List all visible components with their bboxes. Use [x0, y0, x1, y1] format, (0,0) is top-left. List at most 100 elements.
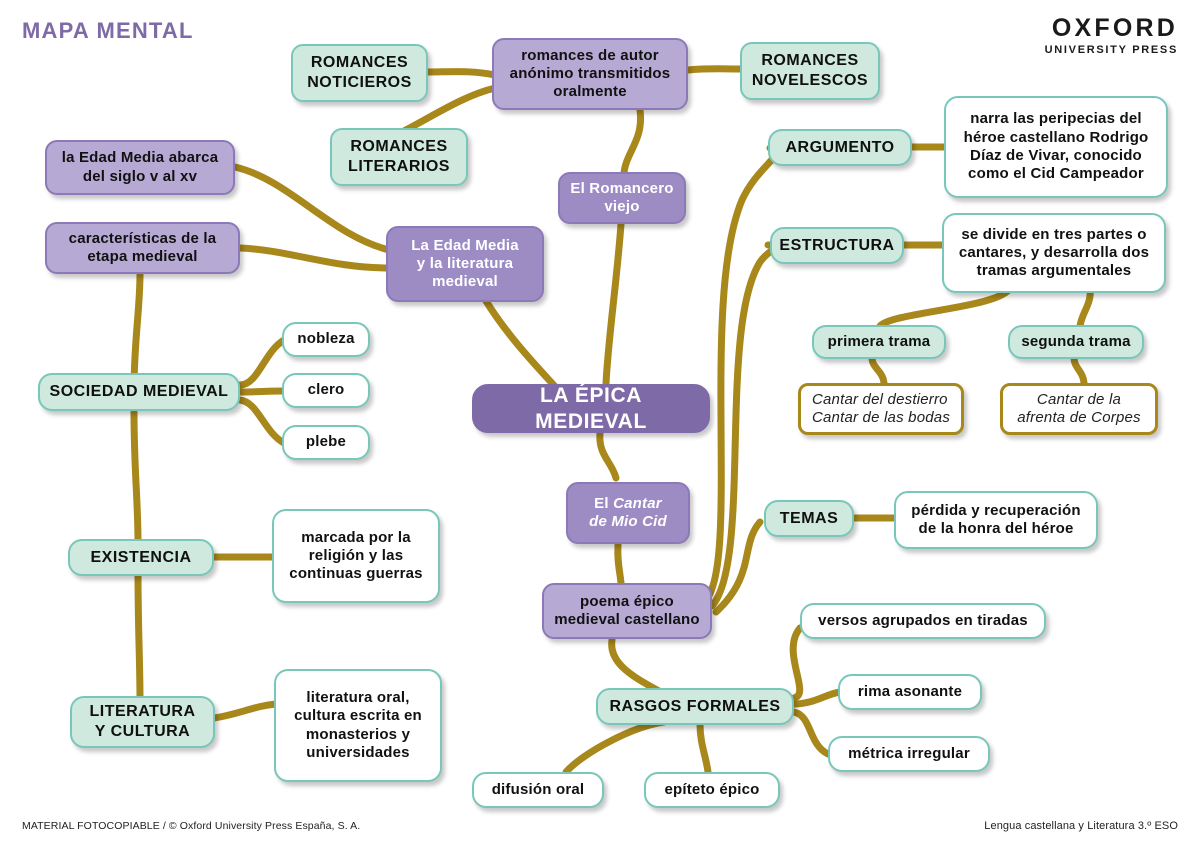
logo-oxford-text: OXFORD	[1051, 14, 1178, 42]
node-segunda-trama[interactable]: segunda trama	[1008, 325, 1144, 359]
node-label: ARGUMENTO	[785, 138, 895, 156]
edge-anonimos-romancero	[620, 106, 645, 177]
node-rima-asonante[interactable]: rima asonante	[838, 674, 982, 710]
node-label: segunda trama	[1021, 332, 1131, 350]
cantar-title-part2: de Mio Cid	[589, 513, 667, 530]
node-temas-descripcion[interactable]: pérdida y recuperación de la honra del h…	[894, 491, 1098, 549]
edge-sociedad-nobleza	[236, 336, 288, 389]
edge-sociedad-plebe	[236, 396, 288, 447]
node-primera-trama[interactable]: primera trama	[812, 325, 946, 359]
node-label-line: El Cantar	[589, 495, 667, 513]
edge-primera-cantares	[868, 354, 888, 388]
node-label-line: Cantar de las bodas	[811, 409, 951, 426]
edge-segunda-cantares	[1070, 354, 1088, 388]
node-label-line: y la literatura	[416, 254, 514, 272]
footer-subject: Lengua castellana y Literatura 3.º ESO	[984, 820, 1178, 832]
node-sociedad-medieval[interactable]: SOCIEDAD MEDIEVAL	[38, 373, 240, 411]
node-argumento-descripcion[interactable]: narra las peripecias del héroe castellan…	[944, 96, 1168, 198]
node-label-line: El Romancero	[570, 179, 674, 197]
node-label-line: universidades	[306, 743, 410, 761]
edge-poema-argumento	[702, 144, 780, 604]
edge-poema-rasgos	[608, 636, 668, 698]
node-cantar-de-mio-cid[interactable]: El Cantar de Mio Cid	[566, 482, 690, 544]
node-caracteristicas-etapa-medieval[interactable]: características de la etapa medieval	[45, 222, 240, 274]
node-existencia[interactable]: EXISTENCIA	[68, 539, 214, 576]
node-label-line: anónimo transmitidos	[509, 64, 671, 82]
edge-cantarmiocid-poema	[614, 541, 625, 587]
node-label-line: tramas argumentales	[976, 262, 1132, 280]
edge-literatura-desc	[210, 700, 280, 722]
edge-edadmedialit-center	[482, 297, 564, 396]
node-difusion-oral[interactable]: difusión oral	[472, 772, 604, 808]
node-estructura-descripcion[interactable]: se divide en tres partes o cantares, y d…	[942, 213, 1166, 293]
node-romancero-viejo[interactable]: El Romancero viejo	[558, 172, 686, 224]
node-label-line: literatura oral,	[306, 688, 410, 706]
node-edad-media-siglos[interactable]: la Edad Media abarca del siglo v al xv	[45, 140, 235, 195]
node-estructura[interactable]: ESTRUCTURA	[770, 227, 904, 264]
node-label: TEMAS	[779, 509, 839, 527]
node-romances-novelescos[interactable]: ROMANCES NOVELESCOS	[740, 42, 880, 100]
node-label-line: medieval castellano	[554, 611, 700, 628]
node-label: plebe	[305, 433, 347, 451]
node-label-line: cantares, y desarrolla dos	[958, 243, 1150, 261]
node-romances-noticieros[interactable]: ROMANCES NOTICIEROS	[291, 44, 428, 102]
node-literatura-y-cultura[interactable]: LITERATURA Y CULTURA	[70, 696, 215, 748]
node-temas[interactable]: TEMAS	[764, 500, 854, 537]
node-label-line: narra las peripecias del	[970, 110, 1142, 128]
node-label-line: romances de autor	[521, 46, 659, 64]
node-versos-agrupados-en-tiradas[interactable]: versos agrupados en tiradas	[800, 603, 1046, 639]
node-label-line: Cantar de la	[1036, 390, 1122, 408]
node-label-line: marcada por la	[301, 528, 411, 546]
node-label-line: poema épico	[580, 592, 674, 610]
edge-estructuradesc-primera	[876, 284, 1014, 330]
node-label-line: Cantar del destierro	[811, 390, 948, 408]
node-nobleza[interactable]: nobleza	[282, 322, 370, 357]
page-title: MAPA MENTAL	[22, 18, 194, 43]
node-label-line: religión y las	[308, 546, 404, 564]
edge-rasgos-epiteto	[696, 720, 712, 776]
node-literatura-cultura-descripcion[interactable]: literatura oral, cultura escrita en mona…	[274, 669, 442, 782]
node-poema-epico-medieval-castellano[interactable]: poema épico medieval castellano	[542, 583, 712, 639]
node-label-line: viejo	[604, 198, 640, 215]
node-romances-literarios[interactable]: ROMANCES LITERARIOS	[330, 128, 468, 186]
node-label-line: monasterios y	[305, 725, 411, 743]
edge-sociedad-existencia	[130, 408, 142, 547]
node-label: nobleza	[297, 330, 355, 348]
node-label-line: ROMANCES	[350, 138, 448, 156]
node-rasgos-formales[interactable]: RASGOS FORMALES	[596, 688, 794, 725]
node-plebe[interactable]: plebe	[282, 425, 370, 460]
node-central-la-epica-medieval[interactable]: LA ÉPICA MEDIEVAL	[472, 384, 710, 433]
node-argumento[interactable]: ARGUMENTO	[768, 129, 912, 166]
node-segunda-trama-cantares[interactable]: Cantar de la afrenta de Corpes	[1000, 383, 1158, 435]
node-label: EXISTENCIA	[90, 548, 192, 566]
node-label: versos agrupados en tiradas	[818, 611, 1028, 629]
node-clero[interactable]: clero	[282, 373, 370, 408]
edge-rasgos-metrica	[790, 708, 832, 758]
node-metrica-irregular[interactable]: métrica irregular	[828, 736, 990, 772]
node-label-line: ROMANCES	[310, 54, 409, 72]
node-label-line: La Edad Media	[411, 236, 519, 254]
node-existencia-descripcion[interactable]: marcada por la religión y las continuas …	[272, 509, 440, 603]
node-label-line: ROMANCES	[761, 52, 859, 70]
node-label-line: LITERARIOS	[348, 158, 450, 175]
edge-edadmedialit-siglos	[231, 163, 393, 254]
node-label-line: cultura escrita en	[294, 707, 422, 725]
node-label-line: del siglo v al xv	[82, 167, 198, 185]
node-edad-media-y-literatura[interactable]: La Edad Media y la literatura medieval	[386, 226, 544, 302]
node-label: RASGOS FORMALES	[609, 697, 781, 715]
node-label-line: NOVELESCOS	[751, 72, 869, 89]
edge-anonimos-novelescos	[684, 65, 744, 74]
node-epiteto-epico[interactable]: epíteto épico	[644, 772, 780, 808]
node-label: SOCIEDAD MEDIEVAL	[49, 383, 229, 401]
node-label-line: continuas guerras	[289, 565, 423, 583]
node-label-line: Díaz de Vivar, conocido	[970, 147, 1142, 164]
edge-sociedad-clero	[236, 387, 286, 396]
node-label-line: medieval	[432, 273, 498, 291]
edge-edadmedialit-caracteristicas	[236, 244, 393, 272]
node-label-line: NOTICIEROS	[307, 74, 412, 91]
node-primera-trama-cantares[interactable]: Cantar del destierro Cantar de las bodas	[798, 383, 964, 435]
node-romances-anonimos[interactable]: romances de autor anónimo transmitidos o…	[492, 38, 688, 110]
node-label-line: etapa medieval	[87, 248, 198, 265]
